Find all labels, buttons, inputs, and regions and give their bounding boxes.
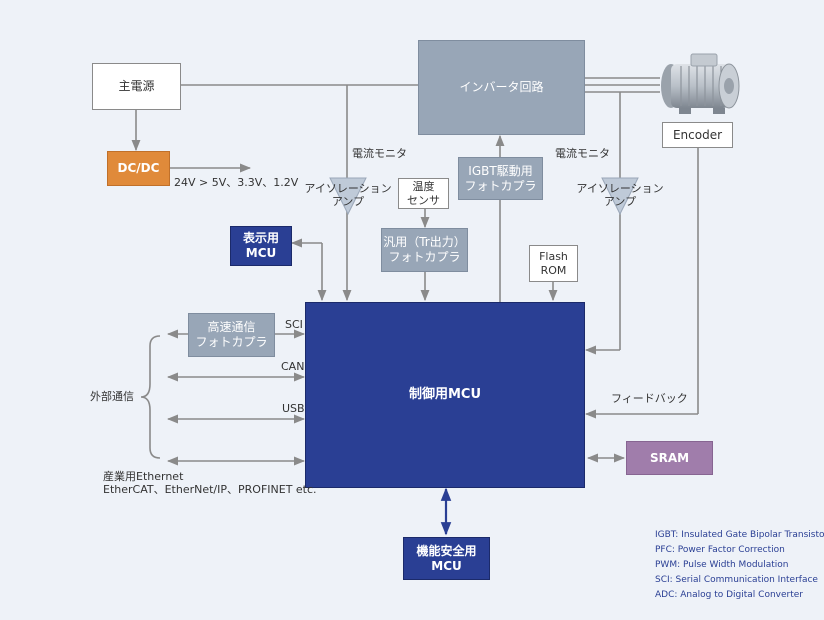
main-power-label: 主電源 — [118, 79, 155, 93]
igbt-photocoupler-label-2: フォトカプラ — [464, 178, 537, 193]
sci-label: SCI — [285, 318, 303, 331]
inverter-label: インバータ回路 — [459, 80, 544, 94]
display-mcu-box: 表示用 MCU — [230, 226, 292, 266]
dcdc-box: DC/DC — [107, 151, 170, 186]
highspeed-photocoupler-label-2: フォトカプラ — [195, 335, 268, 349]
encoder-box: Encoder — [662, 122, 733, 148]
temp-sensor-label-2: センサ — [407, 193, 440, 207]
industrial-ethernet-line2: EtherCAT、EtherNet/IP、PROFINET etc. — [103, 483, 317, 497]
feedback-label: フィードバック — [611, 392, 688, 405]
abbreviation-legend: IGBT: Insulated Gate Bipolar Transistor … — [655, 528, 824, 603]
isolation-amp-right-label: アイソレーション アンプ — [574, 182, 666, 208]
motor-icon — [661, 53, 740, 114]
external-comm-label: 外部通信 — [90, 390, 134, 403]
temp-sensor-box: 温度 センサ — [398, 178, 449, 209]
current-monitor-right-label: 電流モニタ — [555, 147, 610, 160]
isolation-amp-right-line1: アイソレーション — [576, 182, 664, 195]
legend-item: ADC: Analog to Digital Converter — [655, 590, 803, 600]
dcdc-label: DC/DC — [117, 161, 160, 175]
igbt-photocoupler-box: IGBT駆動用 フォトカプラ — [458, 157, 543, 200]
legend-item: PFC: Power Factor Correction — [655, 545, 785, 555]
encoder-label: Encoder — [672, 127, 723, 142]
industrial-ethernet-line1: 産業用Ethernet — [103, 470, 184, 483]
flash-rom-box: Flash ROM — [529, 245, 578, 282]
isolation-amp-right-triangle — [601, 177, 639, 216]
general-photocoupler-label-1: 汎用（Tr出力） — [383, 235, 466, 249]
dcdc-outputs-label: 24V > 5V、3.3V、1.2V — [174, 176, 299, 189]
flash-rom-label-1: Flash — [539, 249, 568, 263]
general-photocoupler-box: 汎用（Tr出力） フォトカプラ — [381, 228, 468, 272]
safety-mcu-label-2: MCU — [431, 558, 462, 573]
can-label: CAN — [281, 360, 305, 373]
safety-mcu-label-1: 機能安全用 — [416, 543, 477, 558]
temp-sensor-label-1: 温度 — [412, 179, 435, 193]
industrial-ethernet-label: 産業用Ethernet EtherCAT、EtherNet/IP、PROFINE… — [103, 470, 317, 496]
sram-label: SRAM — [649, 450, 690, 465]
isolation-amp-left-line1: アイソレーション — [304, 182, 392, 195]
safety-mcu-box: 機能安全用 MCU — [403, 537, 490, 580]
control-mcu-label: 制御用MCU — [408, 386, 482, 402]
main-power-box: 主電源 — [92, 63, 181, 110]
highspeed-photocoupler-box: 高速通信 フォトカプラ — [188, 313, 275, 357]
isolation-amp-left-triangle — [329, 177, 367, 216]
legend-item: PWM: Pulse Width Modulation — [655, 560, 789, 570]
flash-rom-label-2: ROM — [540, 263, 567, 277]
general-photocoupler-label-2: フォトカプラ — [388, 250, 461, 264]
igbt-photocoupler-label-1: IGBT駆動用 — [468, 163, 533, 178]
usb-label: USB — [282, 402, 305, 415]
highspeed-photocoupler-label-1: 高速通信 — [207, 320, 256, 334]
sram-box: SRAM — [626, 441, 713, 475]
current-monitor-left-label: 電流モニタ — [352, 147, 407, 160]
display-mcu-label-1: 表示用 — [242, 231, 279, 245]
control-mcu-box: 制御用MCU — [305, 302, 585, 488]
isolation-amp-left-line2: アンプ — [331, 195, 365, 209]
isolation-amp-left-label: アイソレーション アンプ — [302, 182, 394, 208]
isolation-amp-right-line2: アンプ — [603, 195, 637, 209]
legend-item: IGBT: Insulated Gate Bipolar Transistor — [655, 530, 824, 540]
display-mcu-label-2: MCU — [245, 246, 277, 260]
legend-item: SCI: Serial Communication Interface — [655, 575, 818, 585]
inverter-box: インバータ回路 — [418, 40, 585, 135]
